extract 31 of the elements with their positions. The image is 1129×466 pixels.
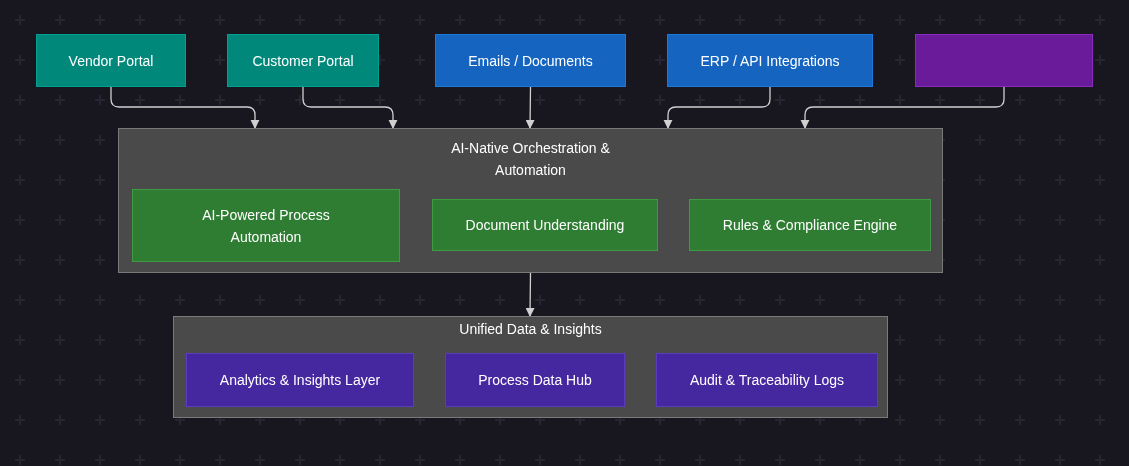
group-panel [118,128,943,273]
process-box [227,34,379,87]
box-label: Rules & Compliance Engine [722,216,898,235]
box-label: Audit & Traceability Logs [689,371,845,390]
process-box [445,353,625,407]
arrow [302,86,398,129]
group-panel [173,316,888,418]
box-label: ERP / API Integrations [700,51,840,71]
box-label: Process Data Hub [478,371,592,390]
process-box [36,34,186,87]
process-box [656,353,878,407]
box-label: Analytics & Insights Layer [219,371,381,390]
process-box [132,189,400,262]
arrow [800,86,1005,129]
box-label: Document Understanding [465,216,625,235]
box-label: Vendor Portal [68,51,154,71]
group-title: Unified Data & Insights [459,320,602,339]
process-box [186,353,414,407]
box-label: Customer Portal [252,51,354,71]
box-label: AI-Powered Process Automation [201,205,331,247]
empty-box [915,34,1093,87]
arrow [525,86,535,129]
arrow [525,272,535,317]
process-box [689,199,931,251]
process-box [432,199,658,251]
group-title: AI-Native Orchestration & Automation [450,139,611,180]
box-label: Emails / Documents [468,51,593,71]
arrow [663,86,771,129]
process-box [435,34,626,87]
process-box [667,34,873,87]
arrow [110,86,260,129]
